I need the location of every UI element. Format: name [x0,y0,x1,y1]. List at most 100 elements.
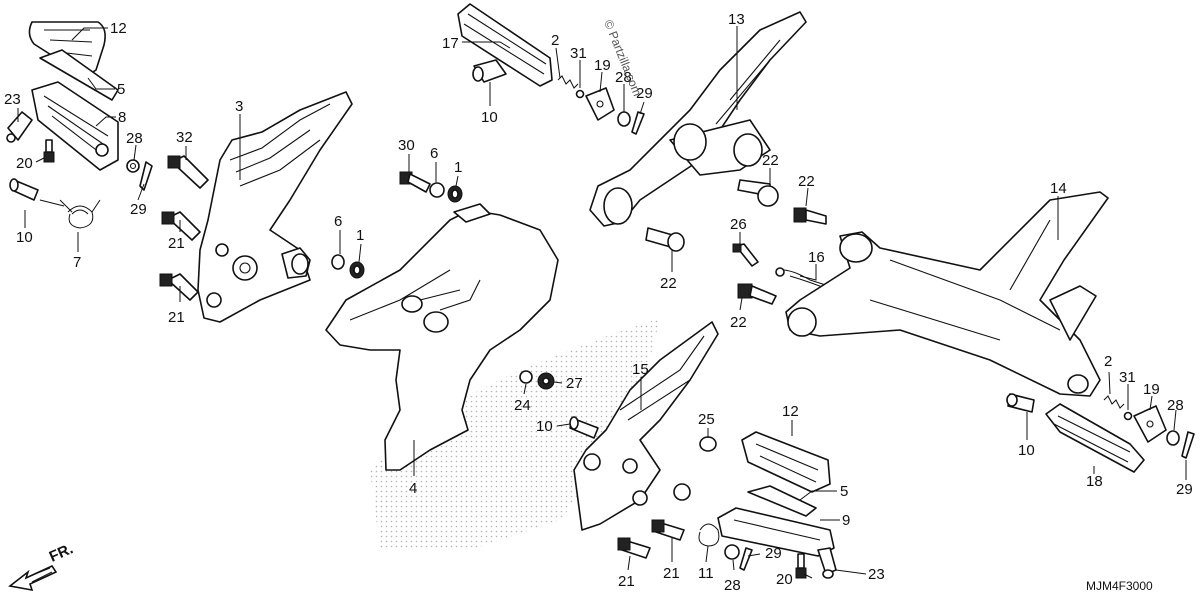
callout-7: 7 [73,254,81,271]
rear-step-arm-14 [785,191,1109,397]
cover-washer-24 [519,370,533,384]
lower-footpeg-9 [717,507,835,557]
callout-2a: 2 [551,32,559,49]
callout-19b: 19 [1143,381,1160,398]
callout-23a: 23 [4,91,21,108]
lower-footpeg-cotter-29 [739,547,753,571]
cover-bolt-30 [399,171,431,193]
right-footpeg-cotter-29 [1181,431,1195,459]
left-bracket-washer-6 [331,254,345,270]
callout-16: 16 [808,249,825,266]
lower-footpeg-rubber-12 [741,431,831,493]
callout-30: 30 [398,137,415,154]
right-footpeg-spring-2 [1103,395,1125,409]
callout-11: 11 [698,565,714,582]
callout-20a: 20 [16,155,33,172]
rear-bracket-bolt-22c [645,227,685,252]
lower-bracket-15 [573,321,719,531]
rear-bracket-bolt-22a [737,179,779,207]
callout-21b: 21 [168,309,185,326]
callout-29a: 29 [130,201,147,218]
diagram-code: MJM4F3000 [1086,579,1153,593]
callout-1b: 1 [356,227,364,244]
right-footpeg-ball-31 [1123,411,1133,421]
dotted-background-shape [370,318,660,550]
left-footpeg-plate [39,49,119,101]
lower-bracket-bolt-21a [617,537,651,559]
left-footpeg-spring [59,199,101,229]
callout-22d: 22 [730,314,747,331]
right-footpeg-pin-10 [1006,393,1035,413]
callout-10b: 10 [481,109,498,126]
left-bracket-bolt-21-lower [159,273,199,301]
left-footpeg-bolt [43,139,55,163]
callout-31b: 31 [1119,369,1136,386]
right-footpeg-18 [1045,403,1145,473]
lower-footpeg-bolt-20 [795,553,807,579]
callout-21d: 21 [663,565,680,582]
rear-bracket-bolt-22b [793,207,827,225]
callout-31a: 31 [570,45,587,62]
callout-22c: 22 [660,275,677,292]
callout-27: 27 [566,375,583,392]
upper-footpeg-plate-19 [585,87,615,121]
upper-footpeg-spring-2 [557,75,579,89]
direction-label: FR. [47,540,76,565]
left-bracket-bolt-32 [167,155,209,189]
callout-28a: 28 [126,130,143,147]
callout-6a: 6 [430,145,438,162]
callout-10d: 10 [1018,442,1035,459]
left-footpeg-washer [126,159,140,173]
callout-29c: 29 [765,545,782,562]
callout-17: 17 [442,35,459,52]
right-footpeg-plate-19 [1133,405,1167,443]
callout-10a: 10 [16,229,33,246]
callout-28c: 28 [724,577,741,594]
left-footpeg [31,81,119,171]
callout-5a: 5 [117,81,125,98]
rear-bracket-arm-13 [589,11,807,227]
upper-footpeg-ball-31 [575,89,585,99]
cover-nut-1 [447,185,463,203]
left-footpeg-grease-fitting [6,111,33,143]
left-footpeg-pin [9,178,39,201]
lower-footpeg-grease-fitting-23 [817,547,837,579]
callout-21a: 21 [168,235,185,252]
lower-footpeg-plate-5 [747,485,817,517]
callout-18: 18 [1086,473,1103,490]
callout-23b: 23 [868,566,885,583]
callout-4: 4 [409,480,417,497]
lower-footpeg-washer-28 [724,544,740,560]
callout-8: 8 [118,109,126,126]
upper-footpeg-pin-10 [472,59,507,83]
right-footpeg-washer-28 [1166,430,1180,446]
callout-28d: 28 [1167,397,1184,414]
left-footpeg-cotter-pin [139,161,153,191]
callout-1a: 1 [454,159,462,176]
callout-26: 26 [730,216,747,233]
callout-2b: 2 [1104,353,1112,370]
callout-21c: 21 [618,573,635,590]
callout-25: 25 [698,411,715,428]
rear-bracket-pin-26 [732,243,759,267]
callout-14: 14 [1050,180,1067,197]
callout-22a: 22 [762,152,779,169]
left-footpeg-bracket [197,91,353,323]
callout-13: 13 [728,11,745,28]
heel-guard-cover [325,203,559,471]
cover-nut-27 [537,372,555,390]
callout-15: 15 [632,361,649,378]
callout-9: 9 [842,512,850,529]
callout-32: 32 [176,129,193,146]
upper-footpeg-washer-28 [617,111,631,127]
front-direction-arrow [8,564,58,592]
callout-12b: 12 [782,403,799,420]
left-bracket-nut-1 [349,261,365,279]
lower-bracket-pin-10 [569,416,599,439]
callout-12a: 12 [110,20,127,37]
callout-6b: 6 [334,213,342,230]
callout-3: 3 [235,98,243,115]
lower-bracket-spring-11 [698,523,720,547]
